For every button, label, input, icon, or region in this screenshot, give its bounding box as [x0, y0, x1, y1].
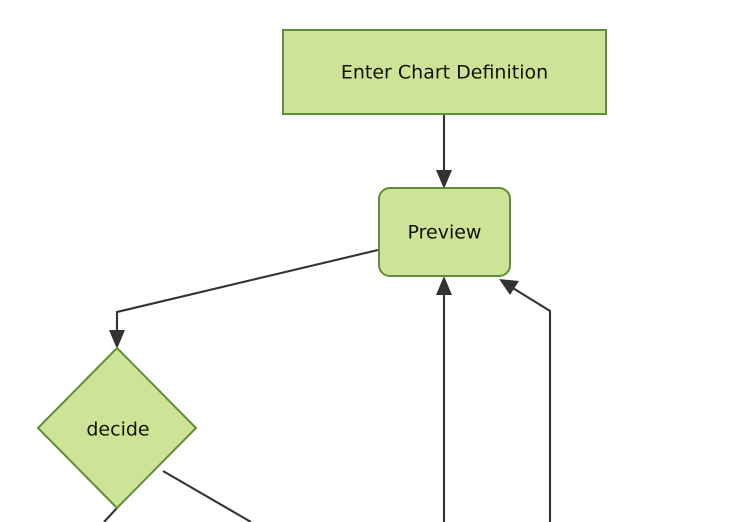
edge-line	[103, 507, 118, 522]
node-label-enter-chart-definition: Enter Chart Definition	[341, 62, 548, 84]
node-preview[interactable]: Preview	[378, 187, 511, 277]
edge-line	[162, 470, 252, 522]
edge-return-center-to-preview	[436, 276, 452, 522]
node-shape-diamond	[36, 346, 198, 510]
edge-enter-to-preview	[436, 114, 452, 189]
node-enter-chart-definition[interactable]: Enter Chart Definition	[282, 29, 607, 115]
edge-preview-to-decide	[109, 248, 379, 349]
node-label-preview: Preview	[408, 222, 482, 244]
edge-decide-to-bottom-right	[162, 470, 252, 522]
node-shape-rectangle	[282, 29, 607, 115]
edge-decide-to-bottom-left	[103, 507, 118, 522]
arrowhead-icon	[109, 330, 125, 349]
edge-return-right-to-preview	[499, 279, 552, 522]
edge-line	[115, 248, 379, 338]
arrowhead-icon	[436, 170, 452, 189]
node-decide[interactable]: decide	[36, 346, 198, 510]
node-label-decide: decide	[86, 419, 149, 441]
edge-line	[507, 284, 552, 522]
arrowhead-icon	[436, 276, 452, 295]
node-shape-rounded-rectangle	[378, 187, 511, 277]
arrowhead-icon	[499, 279, 519, 295]
